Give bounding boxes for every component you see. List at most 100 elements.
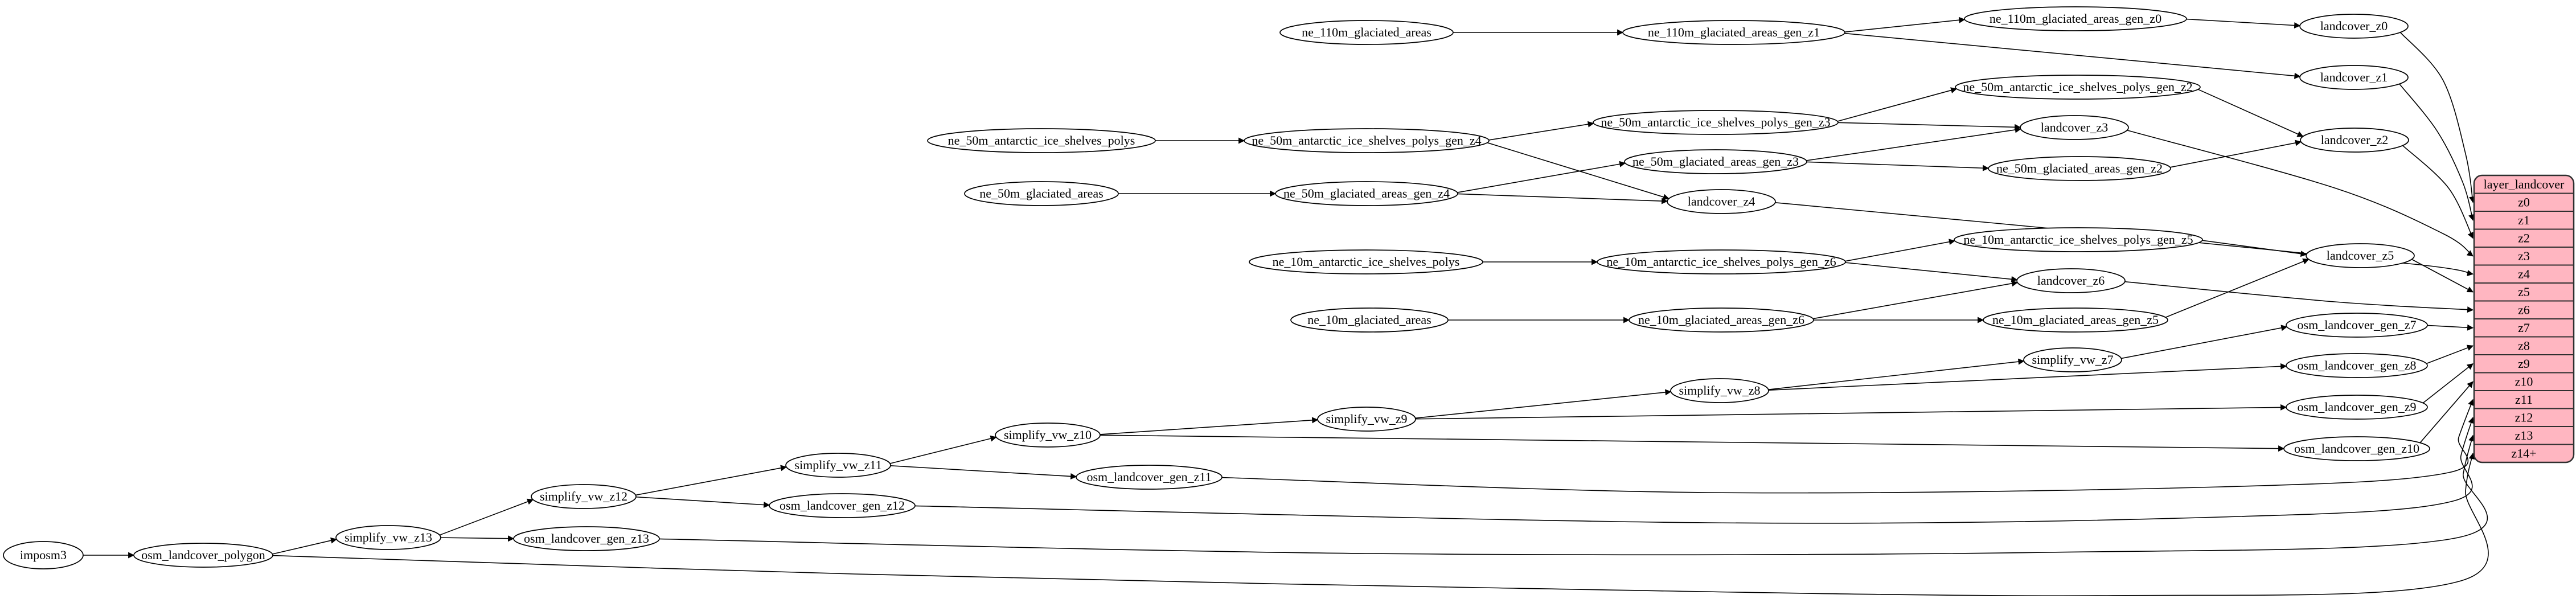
edge-landcover_z2-to-layer-row-z2 xyxy=(2402,145,2474,239)
node-label: ne_10m_glaciated_areas_gen_z6 xyxy=(1638,313,1804,327)
node-simplify_vw_z11: simplify_vw_z11 xyxy=(785,453,891,478)
node-shape xyxy=(1983,307,2168,333)
edge-ne_50m_glaciated_areas_gen_z4-to-ne_50m_glaciated_areas_gen_z3 xyxy=(1457,161,1626,193)
node-ne_50m_glaciated_areas_gen_z4: ne_50m_glaciated_areas_gen_z4 xyxy=(1275,181,1458,206)
table-row-z5: z5 xyxy=(2518,285,2530,299)
node-label: ne_50m_antarctic_ice_shelves_polys_gen_z… xyxy=(1963,80,2192,94)
node-shape xyxy=(1279,20,1454,45)
node-shape xyxy=(1667,189,1776,214)
edge-landcover_z0-to-layer-row-z0 xyxy=(2399,32,2475,203)
table-title: layer_landcover xyxy=(2484,177,2565,191)
node-ne_110m_glaciated_areas_gen_z0: ne_110m_glaciated_areas_gen_z0 xyxy=(1964,6,2187,31)
table-border xyxy=(2473,174,2575,464)
node-shape xyxy=(1964,6,2187,31)
node-label: ne_110m_glaciated_areas_gen_z1 xyxy=(1648,25,1820,39)
edge-simplify_vw_z12-to-osm_landcover_gen_z12 xyxy=(635,496,770,508)
node-landcover_z6: landcover_z6 xyxy=(2016,268,2126,293)
node-ne_110m_glaciated_areas: ne_110m_glaciated_areas xyxy=(1279,20,1454,45)
edge-ne_50m_glaciated_areas_gen_z4-to-landcover_z4 xyxy=(1457,193,1668,204)
node-simplify_vw_z9: simplify_vw_z9 xyxy=(1317,407,1416,432)
node-osm_landcover_polygon: osm_landcover_polygon xyxy=(133,543,273,568)
node-ne_10m_antarctic_ice_shelves_polys_gen_z5: ne_10m_antarctic_ice_shelves_polys_gen_z… xyxy=(1954,227,2203,252)
node-simplify_vw_z7: simplify_vw_z7 xyxy=(2023,347,2122,372)
node-shape xyxy=(927,128,1156,153)
edge-simplify_vw_z9-to-simplify_vw_z8 xyxy=(1415,389,1672,419)
node-label: simplify_vw_z13 xyxy=(344,530,432,544)
node-label: osm_landcover_gen_z8 xyxy=(2298,358,2417,372)
node-simplify_vw_z13: simplify_vw_z13 xyxy=(335,525,441,550)
node-label: landcover_z1 xyxy=(2320,70,2388,84)
node-ne_50m_antarctic_ice_shelves_polys_gen_z2: ne_50m_antarctic_ice_shelves_polys_gen_z… xyxy=(1955,75,2201,100)
edge-simplify_vw_z9-to-osm_landcover_gen_z9 xyxy=(1415,404,2287,420)
node-imposm3: imposm3 xyxy=(3,541,84,569)
edge-ne_10m_glaciated_areas_gen_z5-to-landcover_z5 xyxy=(2165,258,2310,318)
node-shape xyxy=(1249,249,1483,274)
node-label: ne_10m_glaciated_areas_gen_z5 xyxy=(1992,313,2159,327)
node-shape xyxy=(1954,227,2203,252)
node-simplify_vw_z12: simplify_vw_z12 xyxy=(531,484,637,509)
node-landcover_z0: landcover_z0 xyxy=(2299,14,2409,39)
table-row-z2: z2 xyxy=(2518,231,2530,245)
node-label: ne_50m_antarctic_ice_shelves_polys_gen_z… xyxy=(1601,115,1830,129)
node-shape xyxy=(785,453,891,478)
edge-ne_10m_glaciated_areas_gen_z6-to-landcover_z6 xyxy=(1812,280,2019,319)
node-label: osm_landcover_polygon xyxy=(141,548,265,562)
edge-ne_110m_glaciated_areas_gen_z1-to-ne_110m_glaciated_areas_gen_z0 xyxy=(1844,17,1966,32)
edge-landcover_z3-to-layer-row-z3 xyxy=(2127,129,2474,257)
node-label: simplify_vw_z10 xyxy=(1004,428,1092,442)
edge-ne_50m_antarctic_ice_shelves_polys_gen_z4-to-ne_50m_antarctic_ice_shelves_polys_gen_z3 xyxy=(1488,121,1594,141)
table-row-z7: z7 xyxy=(2518,321,2530,335)
node-shape xyxy=(1290,307,1449,333)
node-shape xyxy=(2306,243,2415,268)
node-osm_landcover_gen_z9: osm_landcover_gen_z9 xyxy=(2286,395,2428,420)
edge-simplify_vw_z11-to-simplify_vw_z10 xyxy=(889,435,997,464)
edge-osm_landcover_gen_z8-to-layer-row-z8 xyxy=(2426,345,2474,364)
node-label: imposm3 xyxy=(20,548,67,562)
table-row-z1: z1 xyxy=(2518,213,2530,227)
node-shape xyxy=(133,543,273,568)
table-row-z11: z11 xyxy=(2515,392,2533,407)
node-shape xyxy=(2300,128,2409,153)
node-shape xyxy=(2299,14,2409,39)
node-shape xyxy=(1624,149,1807,174)
node-ne_10m_antarctic_ice_shelves_polys_gen_z6: ne_10m_antarctic_ice_shelves_polys_gen_z… xyxy=(1597,249,1846,274)
node-shape xyxy=(1593,110,1839,135)
node-label: osm_landcover_gen_z12 xyxy=(780,498,905,512)
node-label: landcover_z5 xyxy=(2327,248,2394,263)
node-shape xyxy=(1597,249,1846,274)
node-shape xyxy=(2020,115,2129,140)
edge-ne_50m_glaciated_areas_gen_z2-to-landcover_z2 xyxy=(2169,140,2302,168)
node-osm_landcover_gen_z7: osm_landcover_gen_z7 xyxy=(2286,313,2428,338)
table-row-z12: z12 xyxy=(2515,410,2533,424)
node-ne_10m_glaciated_areas: ne_10m_glaciated_areas xyxy=(1290,307,1449,333)
node-label: ne_50m_glaciated_areas xyxy=(979,186,1103,200)
node-ne_50m_antarctic_ice_shelves_polys: ne_50m_antarctic_ice_shelves_polys xyxy=(927,128,1156,153)
node-ne_50m_antarctic_ice_shelves_polys_gen_z3: ne_50m_antarctic_ice_shelves_polys_gen_z… xyxy=(1593,110,1839,135)
edge-simplify_vw_z10-to-simplify_vw_z9 xyxy=(1100,417,1319,435)
node-label: ne_10m_antarctic_ice_shelves_polys_gen_z… xyxy=(1606,255,1836,269)
node-osm_landcover_gen_z8: osm_landcover_gen_z8 xyxy=(2286,353,2428,378)
edge-landcover_z1-to-layer-row-z1 xyxy=(2399,83,2475,221)
node-label: ne_50m_antarctic_ice_shelves_polys xyxy=(948,133,1135,147)
edge-simplify_vw_z10-to-osm_landcover_gen_z10 xyxy=(1100,434,2285,452)
table-row-z13: z13 xyxy=(2515,428,2533,442)
node-ne_10m_antarctic_ice_shelves_polys: ne_10m_antarctic_ice_shelves_polys xyxy=(1249,249,1483,274)
node-label: ne_110m_glaciated_areas xyxy=(1302,25,1431,39)
node-shape xyxy=(1317,407,1416,432)
edge-ne_10m_antarctic_ice_shelves_polys_gen_z6-to-ne_10m_antarctic_ice_shelves_polys_gen_z5 xyxy=(1845,239,1956,262)
node-ne_50m_glaciated_areas_gen_z2: ne_50m_glaciated_areas_gen_z2 xyxy=(1988,156,2171,181)
table-row-z8: z8 xyxy=(2518,338,2530,352)
node-label: simplify_vw_z9 xyxy=(1326,412,1408,426)
node-label: landcover_z2 xyxy=(2321,133,2389,147)
node-label: osm_landcover_gen_z10 xyxy=(2294,441,2419,456)
node-shape xyxy=(2299,65,2409,90)
table-row-z14+: z14+ xyxy=(2511,446,2536,460)
node-shape xyxy=(2023,347,2122,372)
table-layer-landcover: layer_landcoverz0z1z2z3z4z5z6z7z8z9z10z1… xyxy=(2473,174,2575,464)
node-label: ne_110m_glaciated_areas_gen_z0 xyxy=(1990,11,2161,26)
node-label: landcover_z3 xyxy=(2041,120,2109,134)
node-shape xyxy=(531,484,637,509)
node-label: simplify_vw_z11 xyxy=(794,458,881,472)
